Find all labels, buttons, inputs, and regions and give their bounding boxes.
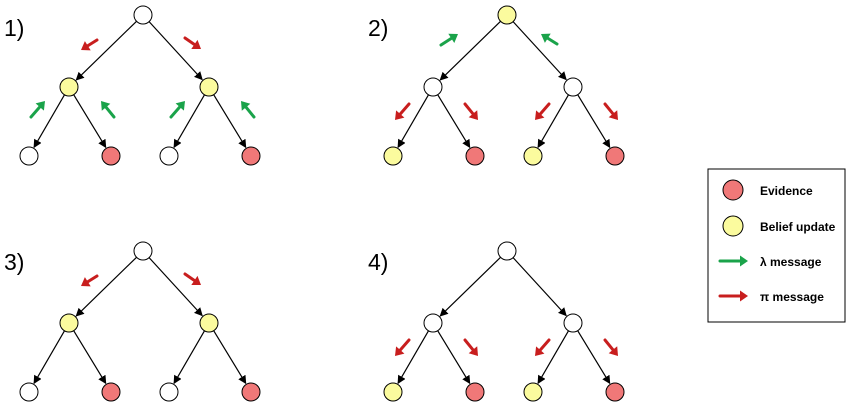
pi-message-arrow-right-to-leaf4 — [603, 338, 618, 356]
legend-label-belief: Belief update — [760, 220, 836, 234]
pi-message-arrow-left-to-leaf1 — [395, 102, 411, 120]
root-node — [133, 241, 153, 261]
edge-right-leaf3 — [173, 330, 206, 385]
lambda-message-arrow-left-from-leaf2 — [101, 101, 116, 119]
edge-right-leaf4 — [213, 94, 247, 149]
panel-4: 4) — [368, 241, 625, 402]
edge-left-leaf1 — [397, 330, 430, 385]
leaf1-node — [19, 146, 39, 166]
legend-evidence-swatch — [722, 179, 744, 201]
edge-root-right — [148, 257, 203, 317]
pi-message-arrow-left-to-leaf1 — [395, 338, 411, 356]
leaf2-evidence-node — [101, 382, 121, 402]
edge-root-left — [75, 20, 137, 81]
leaf4-evidence-node — [605, 146, 625, 166]
edge-right-leaf3 — [537, 330, 570, 385]
legend-label-pi: π message — [760, 290, 824, 304]
edge-root-left — [439, 256, 501, 317]
leaf3-belief-node — [523, 146, 543, 166]
leaf1-belief-node — [383, 146, 403, 166]
edge-root-left — [439, 20, 501, 81]
left-belief-node — [59, 77, 79, 97]
leaf1-belief-node — [383, 382, 403, 402]
lambda-message-arrow-left-to-root — [439, 33, 458, 47]
panel-1: 1) — [4, 5, 261, 166]
leaf4-evidence-node — [605, 382, 625, 402]
legend-pi-arrow — [718, 290, 748, 302]
root-node — [133, 5, 153, 25]
legend-lambda-arrow — [718, 255, 748, 267]
right-node — [563, 313, 583, 333]
panel-label: 4) — [368, 249, 388, 275]
edge-left-leaf2 — [73, 330, 107, 385]
right-belief-node — [199, 313, 219, 333]
left-belief-node — [59, 313, 79, 333]
leaf2-evidence-node — [101, 146, 121, 166]
edge-right-leaf4 — [213, 330, 247, 385]
edge-left-leaf1 — [33, 94, 66, 149]
edge-root-right — [512, 257, 567, 317]
pi-message-arrow-root-to-right — [183, 272, 201, 285]
root-node — [497, 241, 517, 261]
leaf2-evidence-node — [465, 382, 485, 402]
lambda-message-arrow-left-from-leaf1 — [29, 101, 45, 119]
pi-message-arrow-left-to-leaf2 — [463, 338, 478, 356]
leaf4-evidence-node — [241, 146, 261, 166]
right-node — [563, 77, 583, 97]
edge-right-leaf4 — [577, 330, 611, 385]
edge-root-right — [148, 21, 203, 81]
leaf3-node — [159, 382, 179, 402]
lambda-message-arrow-right-from-leaf3 — [169, 101, 185, 119]
edge-right-leaf3 — [537, 94, 570, 149]
pi-message-arrow-root-to-left — [81, 38, 99, 51]
edge-root-right — [512, 21, 567, 81]
pi-message-arrow-left-to-leaf2 — [463, 102, 478, 120]
edge-right-leaf3 — [173, 94, 206, 149]
edge-left-leaf2 — [73, 94, 107, 149]
edge-left-leaf1 — [33, 330, 66, 385]
lambda-message-arrow-right-to-root — [541, 33, 559, 46]
legend-label-evidence: Evidence — [760, 184, 813, 198]
edge-left-leaf1 — [397, 94, 430, 149]
pi-message-arrow-right-to-leaf3 — [535, 338, 551, 356]
legend-belief-swatch — [722, 215, 744, 237]
panel-label: 1) — [4, 15, 24, 41]
pi-message-arrow-right-to-leaf3 — [535, 102, 551, 120]
legend-label-lambda: λ message — [760, 255, 822, 269]
right-belief-node — [199, 77, 219, 97]
pi-message-arrow-right-to-leaf4 — [603, 102, 618, 120]
leaf4-evidence-node — [241, 382, 261, 402]
edge-root-left — [75, 256, 137, 317]
legend: Evidence Belief update λ message π messa… — [707, 168, 846, 323]
panel-label: 3) — [4, 249, 24, 275]
panel-2: 2) — [368, 5, 625, 166]
left-node — [423, 313, 443, 333]
leaf3-node — [159, 146, 179, 166]
left-node — [423, 77, 443, 97]
pi-message-arrow-root-to-right — [183, 36, 201, 49]
edge-left-leaf2 — [437, 94, 471, 149]
root-belief-node — [497, 5, 517, 25]
leaf3-belief-node — [523, 382, 543, 402]
panel-3: 3) — [4, 241, 261, 402]
leaf2-evidence-node — [465, 146, 485, 166]
lambda-message-arrow-right-from-leaf4 — [241, 101, 256, 119]
panel-label: 2) — [368, 15, 388, 41]
edge-right-leaf4 — [577, 94, 611, 149]
pi-message-arrow-root-to-left — [81, 274, 99, 287]
edge-left-leaf2 — [437, 330, 471, 385]
leaf1-node — [19, 382, 39, 402]
